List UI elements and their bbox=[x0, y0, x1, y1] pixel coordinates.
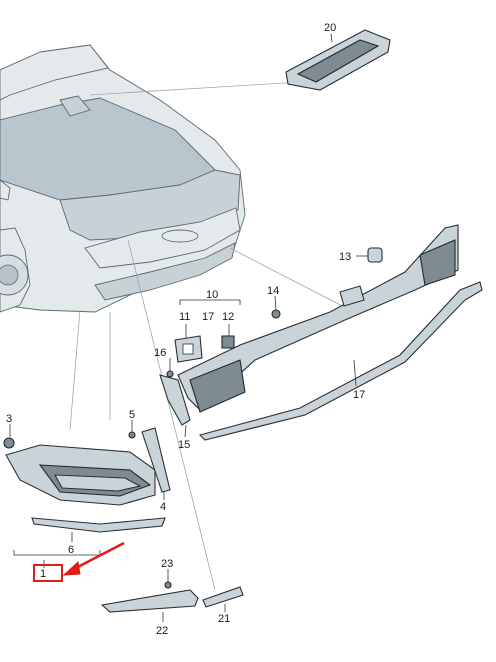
callout-14: 14 bbox=[267, 285, 279, 297]
leader-lines bbox=[9, 33, 368, 622]
car-body bbox=[0, 44, 246, 313]
callout-17b: 17 bbox=[353, 389, 365, 401]
part-15-trim bbox=[159, 374, 191, 426]
part-21-reflector bbox=[202, 586, 244, 608]
callout-1: 1 bbox=[40, 568, 46, 580]
callout-20: 20 bbox=[324, 22, 336, 34]
part-23-screw bbox=[164, 581, 172, 589]
callout-1-highlight-box bbox=[33, 564, 63, 582]
callout-21: 21 bbox=[218, 613, 230, 625]
part-3-nut bbox=[3, 437, 15, 449]
callout-17a: 17 bbox=[202, 311, 214, 323]
part-4-trim bbox=[141, 427, 171, 493]
callout-16: 16 bbox=[154, 347, 166, 359]
callout-22: 22 bbox=[156, 625, 168, 637]
callout-11: 11 bbox=[179, 311, 190, 323]
part-13-clip bbox=[367, 247, 383, 263]
reference-lines bbox=[69, 81, 351, 591]
callout-5: 5 bbox=[129, 409, 135, 421]
callout-15: 15 bbox=[178, 439, 190, 451]
part-11-bracket bbox=[174, 335, 203, 363]
callout-12: 12 bbox=[222, 311, 234, 323]
part-17-trim-strip bbox=[198, 281, 483, 441]
part-5-screw bbox=[128, 431, 136, 439]
part-1-tail-light bbox=[5, 444, 156, 506]
part-16-screw bbox=[166, 370, 174, 378]
callout-10: 10 bbox=[206, 289, 218, 301]
part-6-strip bbox=[31, 517, 166, 533]
callout-6: 6 bbox=[68, 544, 74, 556]
red-arrow-indicator bbox=[62, 541, 125, 576]
callout-13: 13 bbox=[339, 251, 351, 263]
callout-3: 3 bbox=[6, 413, 12, 425]
part-12-clip bbox=[221, 335, 235, 349]
callout-4: 4 bbox=[160, 501, 166, 513]
callout-labels: 20 13 14 10 11 17 12 16 17 3 5 15 4 6 1 … bbox=[6, 22, 365, 637]
part-20-brake-light bbox=[285, 29, 391, 91]
bumper-trim-assembly bbox=[177, 224, 459, 413]
part-14-nut bbox=[271, 309, 281, 319]
part-22-reflector bbox=[100, 589, 199, 613]
callout-23: 23 bbox=[161, 558, 173, 570]
